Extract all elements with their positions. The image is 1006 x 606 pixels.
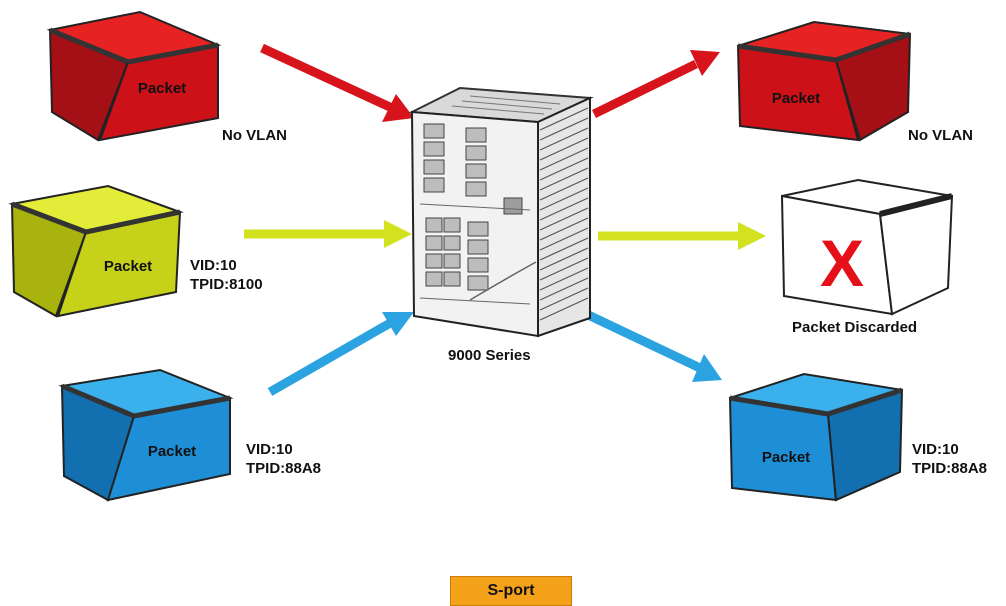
label-line: VID:10 bbox=[246, 441, 293, 458]
input-packet-label: Packet bbox=[138, 80, 186, 97]
discard-x-mark: X bbox=[820, 226, 864, 300]
label-line: No VLAN bbox=[908, 127, 973, 144]
label-line: TPID:88A8 bbox=[246, 460, 322, 477]
label-line: TPID:88A8 bbox=[912, 460, 988, 477]
output-vid-tpid88a8-label: VID:10 TPID:88A8 bbox=[912, 440, 987, 478]
arrow-red-in bbox=[260, 43, 414, 122]
input-packet-vid10-tpid88a8: Packet bbox=[58, 368, 234, 502]
input-vid-tpid88a8-label: VID:10 TPID:88A8 bbox=[246, 440, 321, 478]
device-label-text: 9000 Series bbox=[448, 347, 531, 364]
input-packet-label: Packet bbox=[104, 258, 152, 275]
output-packet-no-vlan: Packet bbox=[736, 20, 912, 142]
label-line: TPID:8100 bbox=[190, 276, 263, 293]
output-discarded-label: Packet Discarded bbox=[792, 318, 917, 337]
output-no-vlan-label: No VLAN bbox=[908, 126, 973, 145]
input-no-vlan-label: No VLAN bbox=[222, 126, 287, 145]
label-line: Packet Discarded bbox=[792, 319, 918, 336]
output-packet-label: Packet bbox=[772, 90, 820, 107]
input-packet-no-vlan: Packet bbox=[46, 10, 222, 142]
arrow-red-out bbox=[592, 50, 720, 119]
label-line: No VLAN bbox=[222, 127, 287, 144]
industrial-switch-icon bbox=[408, 86, 594, 338]
label-line: VID:10 bbox=[912, 441, 959, 458]
label-line: VID:10 bbox=[190, 257, 237, 274]
input-vid-tpid8100-label: VID:10 TPID:8100 bbox=[190, 256, 263, 294]
arrow-yellow-in bbox=[244, 220, 412, 248]
arrow-yellow-out bbox=[598, 222, 766, 250]
arrow-blue-in bbox=[267, 312, 414, 396]
input-packet-vid10-tpid8100: Packet bbox=[8, 184, 184, 318]
input-packet-label: Packet bbox=[148, 443, 196, 460]
arrow-blue-out bbox=[580, 307, 722, 382]
output-packet-vid10-tpid88a8: Packet bbox=[728, 372, 904, 502]
output-packet-discarded: X bbox=[780, 178, 954, 316]
output-packet-label: Packet bbox=[762, 449, 810, 466]
device-label: 9000 Series bbox=[448, 346, 531, 365]
s-port-badge: S-port bbox=[450, 576, 572, 606]
